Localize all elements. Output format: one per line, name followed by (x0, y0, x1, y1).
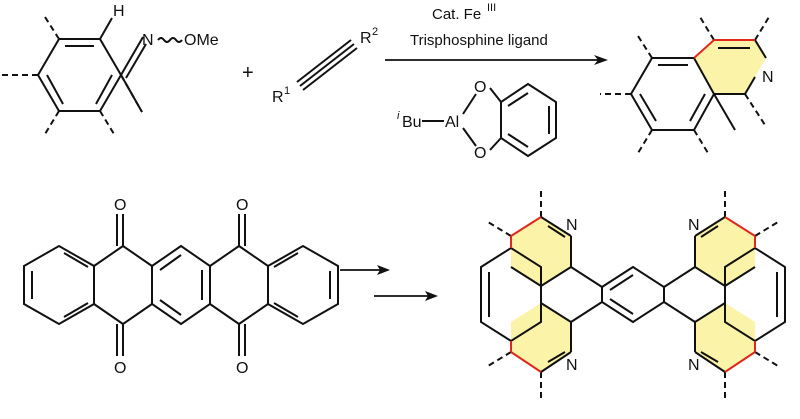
condition-catalyst-superscript: III (487, 2, 496, 14)
condition-ligand-label: Trisphosphine ligand (410, 32, 548, 49)
condition-catalyst-label: Cat. Fe (432, 6, 481, 23)
alkyne-r1-label: R (272, 89, 284, 106)
product-nitrogen-bottom-left: N (566, 357, 578, 374)
quinone-oxygen-top-right: O (236, 197, 248, 214)
quinone-oxygen-bottom-left: O (114, 360, 126, 377)
oxime-substrate (2, 16, 183, 135)
reagent-o-top-label: O (474, 79, 486, 96)
oxime-ome-label: OMe (184, 32, 219, 49)
quinone-oxygen-top-left: O (114, 197, 126, 214)
tetraaza-product (480, 190, 786, 399)
alkyne-substrate (296, 39, 358, 91)
plus-sign: + (242, 62, 254, 84)
reaction-arrow-top (385, 55, 608, 65)
alkyne-r2-superscript: 2 (372, 26, 378, 38)
product-nitrogen-bottom-right: N (688, 357, 700, 374)
reaction-arrows-bottom (340, 265, 438, 301)
quinone-oxygen-bottom-right: O (236, 360, 248, 377)
oxime-nitrogen-label: N (142, 32, 154, 49)
reagent-al-label: Al (445, 114, 459, 131)
product-nitrogen-top-left: N (566, 217, 578, 234)
aluminum-catecholate-reagent (422, 82, 557, 158)
reagent-ibu-prefix: i (397, 110, 400, 122)
alkyne-r2-label: R (360, 30, 372, 47)
pentacene-tetraone (23, 214, 339, 356)
aryl-hydrogen-label: H (113, 3, 125, 20)
isoquinoline-product (600, 16, 770, 154)
reagent-o-bottom-label: O (474, 145, 486, 162)
alkyne-r1-superscript: 1 (284, 85, 290, 97)
isoquinoline-nitrogen-label: N (762, 69, 774, 86)
product-nitrogen-top-right: N (688, 217, 700, 234)
reagent-ibu-label: Bu (402, 114, 422, 131)
